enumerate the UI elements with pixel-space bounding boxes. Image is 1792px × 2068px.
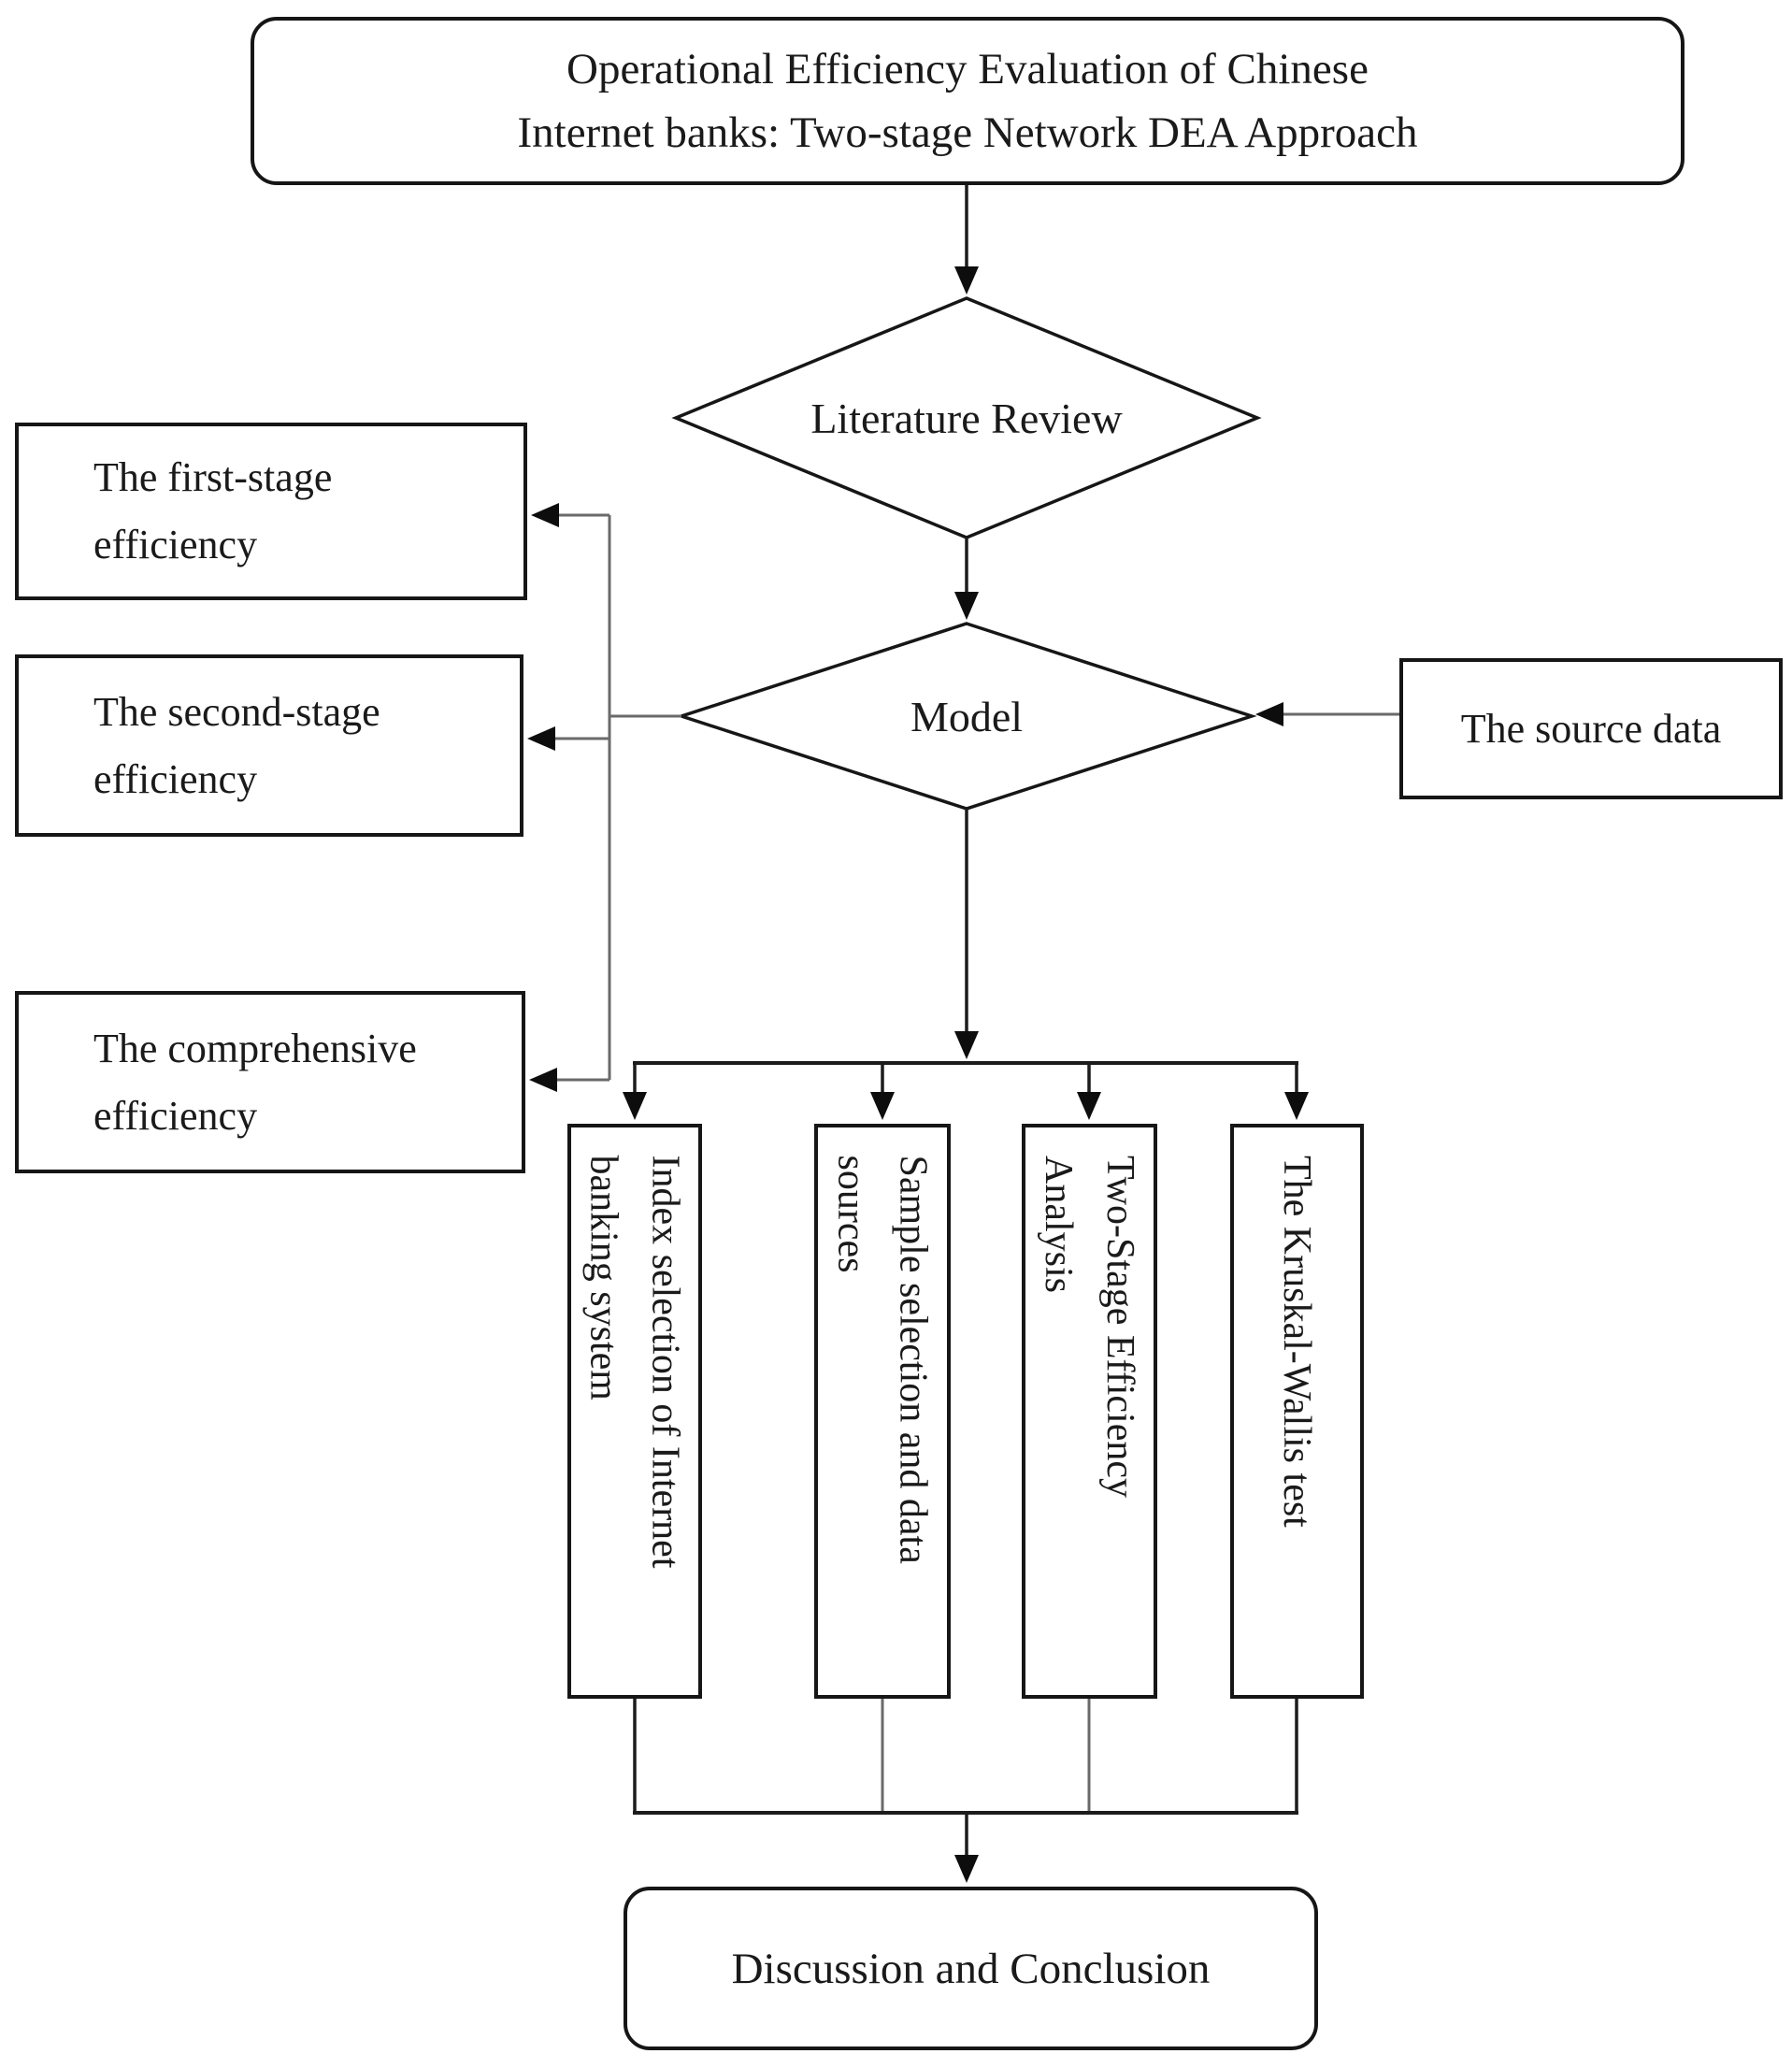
arrow-down-icon — [954, 592, 979, 620]
source-data-box: The source data — [1399, 658, 1783, 799]
arrow-left-icon — [1255, 702, 1283, 726]
index-selection-label: Index selection of Internet banking syst… — [581, 1155, 687, 1569]
two-stage-efficiency-analysis-label: Two-Stage Efficiency Analysis — [1037, 1156, 1142, 1498]
arrow-left-icon — [529, 1068, 557, 1092]
second-stage-efficiency-box: The second-stage efficiency — [15, 654, 523, 837]
arrow-down-icon — [1077, 1092, 1101, 1120]
sample-selection-label: Sample selection and data sources — [829, 1155, 935, 1564]
arrow-down-icon — [623, 1092, 647, 1120]
connector-source-data-to-model — [1255, 702, 1399, 726]
arrow-branches-to-conclusion — [954, 1813, 979, 1883]
arrow-down-icon — [954, 1031, 979, 1059]
arrow-down-icon — [954, 1855, 979, 1883]
arrow-left-icon — [527, 726, 555, 751]
kruskal-wallis-test-box — [1230, 1124, 1364, 1699]
kruskal-wallis-test-label: The Kruskal-Wallis test — [1275, 1156, 1319, 1528]
arrow-literature-to-model — [954, 538, 979, 620]
sample-selection-box — [814, 1124, 951, 1699]
literature-review-label: Literature Review — [810, 394, 1123, 442]
two-stage-efficiency-analysis-box — [1022, 1124, 1157, 1699]
arrow-title-to-literature — [954, 185, 979, 294]
conclusion-box: Discussion and Conclusion — [624, 1887, 1318, 2050]
first-stage-efficiency-box: The first-stage efficiency — [15, 423, 527, 600]
model-label: Model — [910, 692, 1024, 740]
arrow-down-icon — [954, 266, 979, 294]
title-box: Operational Efficiency Evaluation of Chi… — [251, 17, 1684, 185]
arrow-left-icon — [531, 503, 559, 527]
connector-model-to-efficiency-boxes — [527, 503, 681, 1092]
arrow-model-to-branches — [954, 809, 979, 1059]
branch-distribution-top — [623, 1061, 1309, 1120]
arrow-down-icon — [870, 1092, 895, 1120]
index-selection-box — [567, 1124, 702, 1699]
comprehensive-efficiency-box: The comprehensive efficiency — [15, 991, 525, 1173]
arrow-down-icon — [1284, 1092, 1309, 1120]
branch-distribution-bottom — [633, 1699, 1298, 1815]
